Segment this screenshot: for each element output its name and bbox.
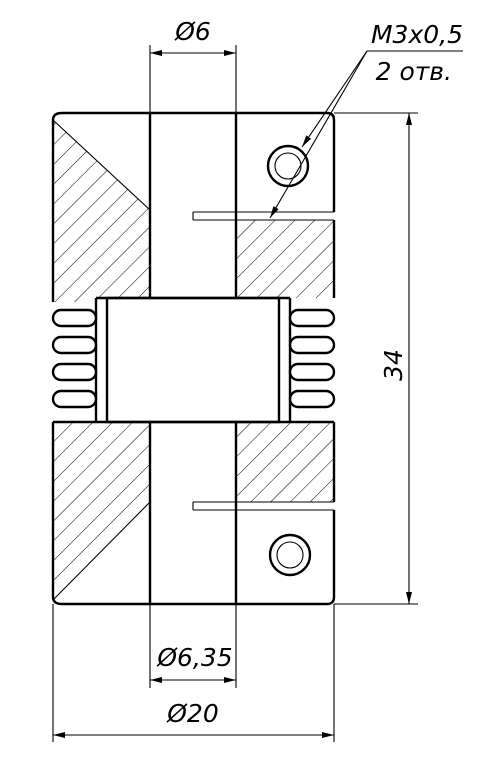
hatch-bottom-left [53, 422, 150, 502]
dim-length-label: 34 [379, 349, 408, 381]
top-block-outline [51, 111, 336, 302]
thread-callout-qty: 2 отв. [376, 57, 452, 86]
dim-outer-diameter [52, 604, 335, 742]
dim-outer-diameter-label: Ø20 [166, 699, 219, 728]
dim-top-bore-label: Ø6 [174, 17, 211, 46]
center-window [105, 296, 281, 424]
dim-length [334, 112, 418, 605]
thread-callout-size: M3x0,5 [371, 20, 463, 49]
bottom-diagonal [52, 501, 151, 601]
dim-bottom-bore-label: Ø6,35 [156, 643, 232, 672]
dim-bottom-bore [149, 604, 237, 688]
hatch-top-right [236, 220, 334, 298]
thread-callout [269, 50, 463, 219]
screw-hole-bottom [268, 533, 312, 577]
screw-hole-top [266, 144, 310, 188]
coupling-body [51, 111, 336, 606]
hatch-top-left [53, 120, 150, 302]
hatch-bottom-right [236, 422, 334, 502]
left-fins [51, 298, 98, 422]
top-diagonal [52, 119, 151, 211]
right-fins [288, 298, 336, 422]
dim-top-bore [149, 45, 237, 113]
